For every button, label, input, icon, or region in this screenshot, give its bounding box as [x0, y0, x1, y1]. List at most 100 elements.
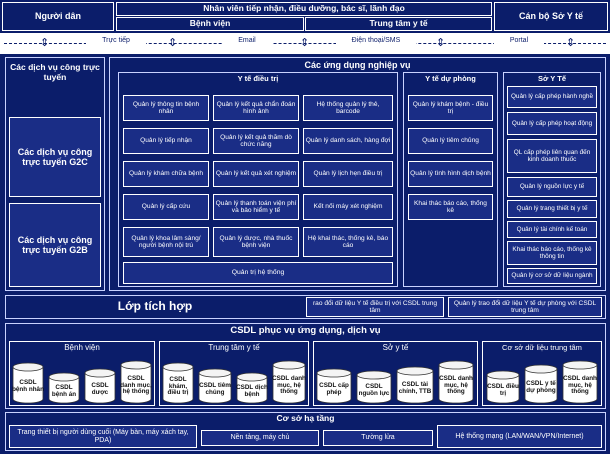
app-item: Quản lý kết quả thăm dò chức năng	[213, 128, 299, 154]
channel-phone: Điện thoại/SMS	[336, 37, 416, 44]
infra-network: Hệ thống mạng (LAN/WAN/VPN/Internet)	[437, 425, 602, 448]
database-icon: CSDL dược	[84, 368, 116, 404]
app-item: Quản lý cấp cứu	[123, 194, 209, 220]
actor-hospital: Bệnh viện	[116, 17, 304, 31]
actor-department-staff: Cán bộ Sở Y tế	[494, 2, 608, 31]
integration-layer	[5, 295, 606, 319]
db-group-title: Sở y tế	[382, 342, 409, 352]
database-icon: CSDL khám, điều trị	[162, 362, 194, 404]
channels-line	[4, 43, 606, 44]
db-group-department	[313, 341, 478, 406]
app-system-admin: Quản trị hệ thống	[123, 262, 393, 284]
infrastructure-layer	[5, 412, 606, 451]
arrow-icon: ⇕	[40, 37, 50, 49]
database-label: CSDL bệnh nhân	[12, 379, 44, 393]
database-label: CSDL tiêm chủng	[199, 382, 231, 396]
database-icon: CSDL cấp phép	[316, 368, 352, 404]
app-item: Quản lý nguồn lực y tế	[507, 177, 597, 197]
app-item: Quản lý lịch hẹn điều trị	[303, 161, 393, 187]
app-item: Quản lý tài chính kế toán	[507, 221, 597, 238]
app-item: Khai thác báo cáo, thống kê thông tin	[507, 241, 597, 265]
database-icon: CSDL điều trị	[486, 370, 520, 404]
database-layer	[5, 323, 606, 409]
apps-panel	[109, 57, 606, 291]
app-item: Quản lý thanh toán viện phí và bảo hiểm …	[213, 194, 299, 220]
app-item: Quản lý cấp phép hành nghề	[507, 86, 597, 108]
database-label: CSDL danh mục, hệ thống	[563, 374, 597, 396]
database-label: CSDL y tế dự phòng	[526, 380, 556, 394]
online-services-title: Các dịch vụ công trực tuyến	[10, 62, 100, 82]
app-item: Quản lý khám chữa bệnh	[123, 161, 209, 187]
database-icon: CSDL dịch bệnh	[236, 372, 268, 404]
database-layer-title: CSDL phục vụ ứng dụng, dịch vụ	[230, 324, 381, 336]
infra-platform-servers: Nền tảng, máy chủ	[201, 430, 319, 446]
database-icon: CSDL bệnh án	[48, 372, 80, 404]
database-icon: CSDL danh mục, hệ thống	[120, 360, 152, 404]
db-group-title: Bệnh viện	[64, 342, 100, 352]
app-item: Quản lý kết quả chẩn đoán hình ảnh	[213, 95, 299, 121]
department-title: Sở Y Tế	[538, 73, 566, 83]
treatment-panel	[118, 72, 398, 287]
database-label: CSDL dịch bệnh	[236, 384, 268, 398]
infra-firewall: Tường lửa	[323, 430, 433, 446]
db-group-health-center	[159, 341, 309, 406]
database-label: CSDL danh mục, hệ thống	[120, 374, 152, 396]
db-group-central	[482, 341, 602, 406]
app-item: Quản lý tiêm chủng	[408, 128, 493, 154]
database-label: CSDL điều trị	[487, 383, 519, 397]
infra-end-user-devices: Trang thiết bị người dùng cuối (Máy bàn,…	[9, 425, 197, 448]
database-label: CSDL cấp phép	[319, 382, 349, 396]
app-item: Quản lý khoa lâm sàng/ người bệnh nội tr…	[123, 227, 209, 257]
app-item: Quản lý danh sách, hàng đợi	[303, 128, 393, 154]
app-item: Quản lý tình hình dịch bệnh	[408, 161, 493, 187]
database-icon: CSDL danh mục, hệ thống	[562, 360, 598, 404]
app-item: Quản lý thông tin bệnh nhân	[123, 95, 209, 121]
app-item: Hệ thống quản lý thẻ, barcode	[303, 95, 393, 121]
app-item: Quản lý kết quả xét nghiệm	[213, 161, 299, 187]
integration-title: Lớp tích hợp	[117, 299, 193, 314]
app-item: Quản lý tiếp nhận	[123, 128, 209, 154]
channel-direct: Trực tiếp	[86, 37, 146, 44]
department-panel	[503, 72, 601, 287]
database-label: CSDL tài chính, TTB	[398, 381, 432, 395]
infrastructure-title: Cơ sở hạ tầng	[276, 413, 335, 424]
app-item: Quản lý cấp phép hoạt động	[507, 112, 597, 135]
db-group-hospital	[9, 341, 155, 406]
database-icon: CSDL tiêm chủng	[198, 368, 232, 404]
app-item: Quản lý dược, nhà thuốc bệnh viện	[213, 227, 299, 257]
treatment-title: Y tế điều trị	[237, 73, 279, 83]
channel-email: Email	[222, 37, 272, 44]
arrow-icon: ⇕	[300, 37, 310, 49]
actor-citizen: Người dân	[2, 2, 114, 31]
db-group-title: Trung tâm y tế	[208, 342, 260, 352]
arrow-icon: ⇕	[436, 37, 446, 49]
database-icon: CSDL bệnh nhân	[12, 362, 44, 404]
apps-title: Các ứng dụng nghiệp vụ	[304, 59, 411, 70]
database-icon: CSDL nguồn lực	[356, 370, 392, 404]
actor-staff: Nhân viên tiếp nhận, điều dưỡng, bác sĩ,…	[116, 2, 492, 16]
prevention-panel	[403, 72, 498, 287]
database-label: CSDL khám, điều trị	[167, 375, 189, 397]
arrow-icon: ⇕	[168, 37, 178, 49]
database-label: CSDL danh mục, hệ thống	[439, 374, 473, 396]
database-label: CSDL bệnh án	[51, 384, 77, 398]
database-icon: CSDL danh mục, hệ thống	[272, 360, 306, 404]
app-item: Quản lý trang thiết bị y tế	[507, 200, 597, 218]
prevention-title: Y tế dự phòng	[425, 73, 476, 83]
online-g2c: Các dịch vụ công trực tuyến G2C	[9, 117, 101, 197]
arrow-icon: ⇕	[566, 37, 576, 49]
database-label: CSDL dược	[91, 382, 109, 396]
app-item: Quản lý khám bệnh - điều trị	[408, 95, 493, 121]
integration-exchange-treatment: rao đổi dữ liệu Y tế điều trị với CSDL t…	[306, 297, 444, 317]
db-group-title: Cơ sở dữ liệu trung tâm	[502, 342, 582, 352]
database-icon: CSDL y tế dự phòng	[524, 364, 558, 404]
channel-portal: Portal	[494, 37, 544, 44]
integration-exchange-prevention: Quản lý trao đổi dữ liệu Y tế dự phòng v…	[448, 297, 602, 317]
app-item: Kết nối máy xét nghiệm	[303, 194, 393, 220]
database-icon: CSDL tài chính, TTB	[396, 366, 434, 404]
app-item: Hệ khai thác, thống kê, báo cáo	[303, 227, 393, 257]
app-item: Quản lý cơ sở dữ liệu ngành	[507, 268, 597, 284]
online-g2b: Các dịch vụ công trực tuyến G2B	[9, 203, 101, 287]
app-item: QL cấp phép liên quan đến kinh doanh thu…	[507, 139, 597, 173]
database-label: CSDL danh mục, hệ thống	[272, 374, 306, 396]
